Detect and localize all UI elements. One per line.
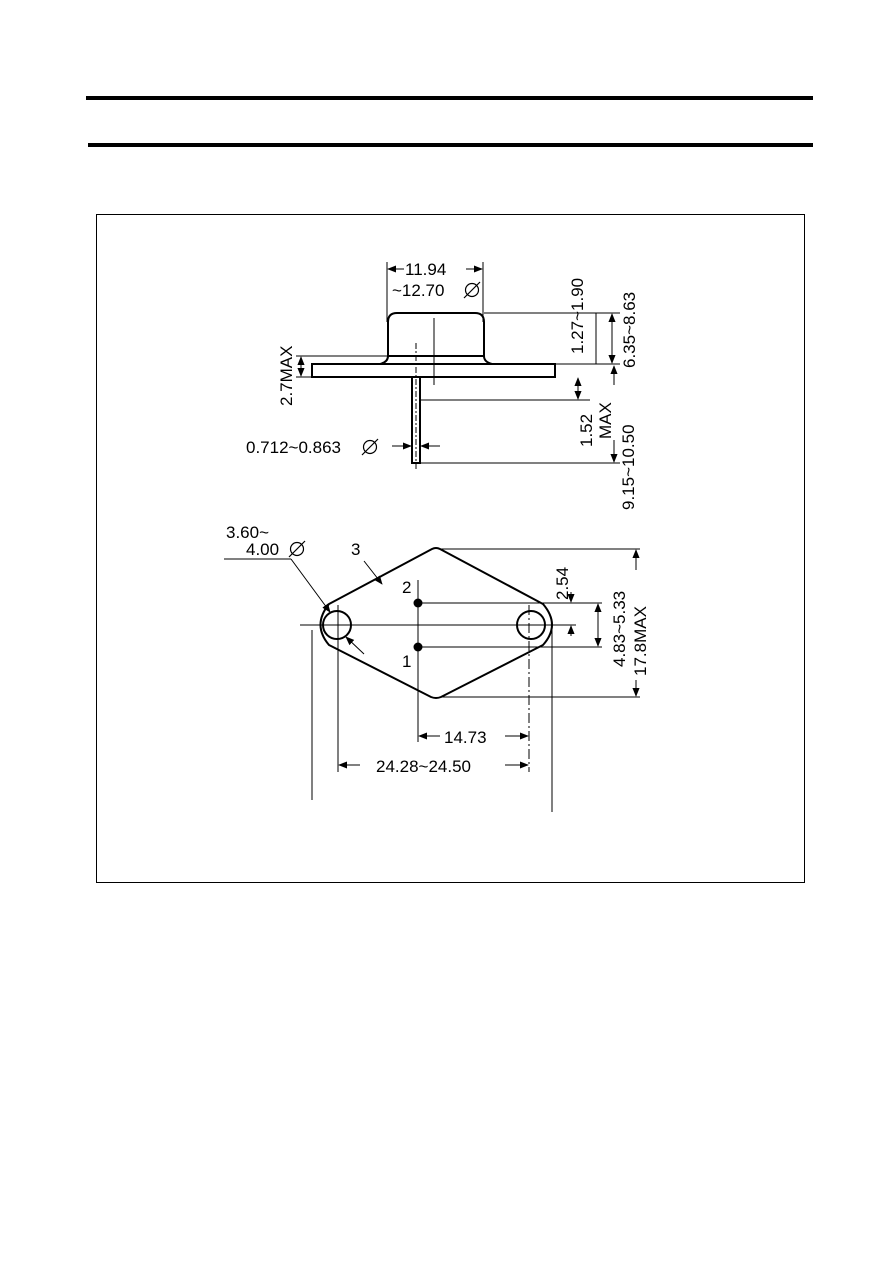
hole-dia-label-line1: 3.60~ [226, 523, 269, 542]
hole-dia-label-line2: 4.00 [246, 540, 279, 559]
top-view: 2.54 4.83~5.33 17.8MAX 14.73 24.28~24.50… [224, 523, 650, 812]
body-height-label: 17.8MAX [631, 606, 650, 676]
case-pin-label: 3 [351, 540, 360, 559]
pin-dia-label: 0.712~0.863 [246, 438, 341, 457]
flange-dia-label: ~12.70 [392, 281, 444, 300]
cap-rim [379, 355, 493, 365]
case-pin-leader [363, 560, 383, 585]
pin-gap-value-label: 1.52 [577, 414, 596, 447]
pin-gap-qualifier-label: MAX [596, 402, 615, 439]
flange-thickness-label: 2.7MAX [277, 346, 296, 406]
drawing-frame [96, 214, 805, 883]
cap-top-label: 1.27~1.90 [568, 278, 587, 354]
cap-body [387, 312, 485, 356]
pin-1-label: 1 [402, 652, 411, 671]
diameter-icon [361, 438, 379, 456]
header-rule-top [86, 96, 813, 100]
pin-spacing-label: 2.54 [553, 567, 572, 600]
pin-length-label: 9.15~10.50 [619, 424, 638, 510]
side-view: 11.94 ~12.70 1.27~1.90 6.35~8.63 1.52 MA… [246, 260, 639, 510]
hole-dia-leader-2 [345, 636, 365, 655]
diameter-icon [463, 281, 481, 299]
pin-2-label: 2 [402, 578, 411, 597]
pin-offset-label: 4.83~5.33 [610, 591, 629, 667]
cap-height-label: 6.35~8.63 [620, 292, 639, 368]
half-span-label: 14.73 [444, 728, 487, 747]
hole-dia-leader [290, 558, 331, 613]
hole-span-label: 24.28~24.50 [376, 757, 471, 776]
cap-width-label: 11.94 [405, 260, 446, 279]
diameter-icon [288, 540, 306, 558]
header-rule-bottom [88, 143, 813, 147]
